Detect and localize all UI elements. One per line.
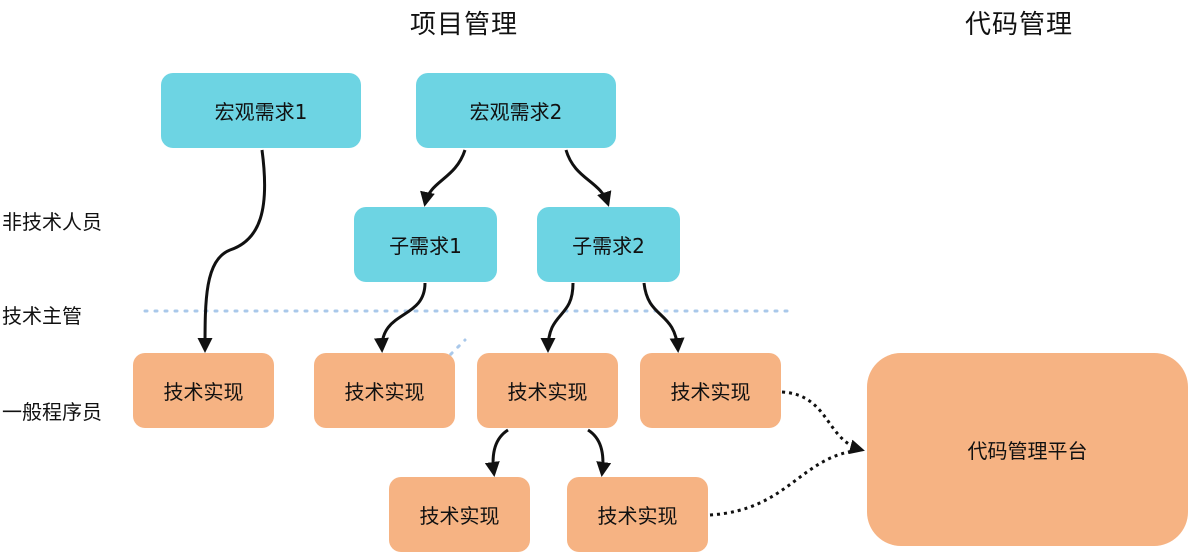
arrow-impl-c-to-impl-e [484, 428, 509, 477]
tech-implementation-c: 技术实现 [477, 353, 618, 428]
arrow-macro2-to-sub2 [564, 149, 612, 207]
arrow-sub1-to-impl-b [373, 282, 427, 353]
arrow-impl-c-to-impl-f [587, 428, 612, 477]
arrow-macro2-to-sub1 [420, 149, 467, 207]
tech-implementation-d: 技术实现 [640, 353, 781, 428]
arrow-macro1-to-impl-a [197, 149, 267, 353]
sub-requirement-1: 子需求1 [354, 207, 497, 282]
arrow-sub2-to-impl-c [540, 282, 575, 353]
dotted-impl-f-to-platform [709, 448, 863, 517]
sub-requirement-2: 子需求2 [537, 207, 680, 282]
row-label-programmer: 一般程序员 [2, 400, 102, 424]
header-project-management: 项目管理 [410, 10, 519, 40]
tech-implementation-a: 技术实现 [133, 353, 274, 428]
tech-implementation-b: 技术实现 [314, 353, 455, 428]
header-code-management: 代码管理 [965, 10, 1074, 40]
tech-implementation-e: 技术实现 [389, 477, 530, 552]
macro-requirement-2: 宏观需求2 [416, 73, 616, 148]
dotted-impl-d-to-platform [781, 390, 865, 455]
code-management-platform: 代码管理平台 [867, 353, 1188, 546]
row-label-tech-lead: 技术主管 [2, 304, 82, 328]
row-label-non-tech-staff: 非技术人员 [2, 210, 102, 234]
arrow-sub2-to-impl-d [642, 282, 685, 353]
tech-implementation-f: 技术实现 [567, 477, 708, 552]
macro-requirement-1: 宏观需求1 [161, 73, 361, 148]
